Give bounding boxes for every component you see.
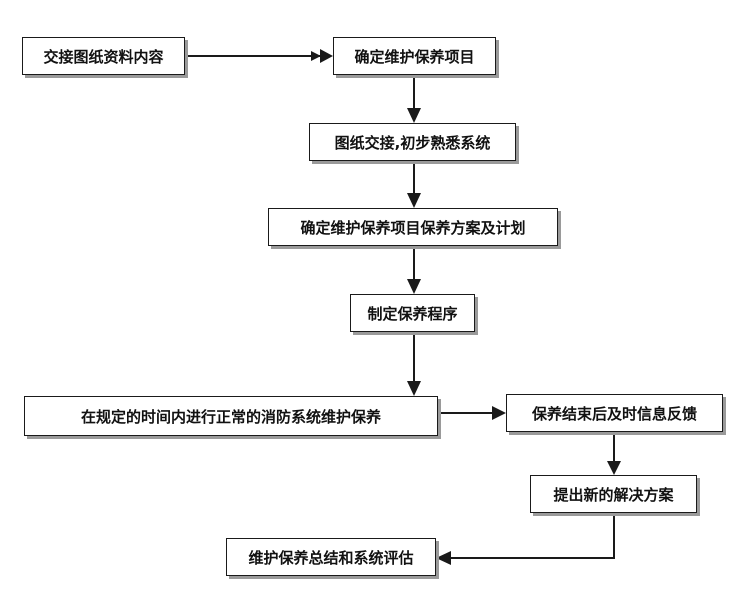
step-label: 维护保养总结和系统评估: [248, 548, 414, 567]
step-perform-maintenance: 在规定的时间内进行正常的消防系统维护保养: [24, 396, 438, 436]
step-label: 制定保养程序: [367, 304, 458, 323]
step-define-procedure: 制定保养程序: [350, 294, 475, 332]
step-drawing-handover-familiarize: 图纸交接,初步熟悉系统: [309, 123, 516, 161]
step-handover-drawings: 交接图纸资料内容: [22, 37, 185, 75]
step-label: 图纸交接,初步熟悉系统: [334, 133, 491, 152]
arrowhead-n7-n8: [607, 461, 621, 475]
arrowhead-n8-n9: [436, 551, 451, 565]
step-label: 保养结束后及时信息反馈: [531, 404, 697, 423]
arrowhead-n3-n4: [407, 193, 421, 208]
arrowhead-n4-n5: [407, 279, 421, 294]
edge-n8-n9: [450, 513, 615, 559]
step-label: 确定维护保养项目: [354, 47, 475, 66]
step-feedback: 保养结束后及时信息反馈: [506, 394, 723, 432]
step-label: 提出新的解决方案: [553, 485, 674, 504]
step-label: 确定维护保养项目保养方案及计划: [300, 218, 526, 237]
step-define-maintenance-items: 确定维护保养项目: [333, 37, 496, 75]
arrowhead-n1-n2: [320, 49, 333, 63]
step-summary-evaluation: 维护保养总结和系统评估: [226, 538, 436, 576]
arrowhead-n2-n3: [407, 108, 421, 123]
step-new-solution: 提出新的解决方案: [530, 475, 697, 513]
step-label: 在规定的时间内进行正常的消防系统维护保养: [80, 407, 381, 426]
step-maintenance-plan: 确定维护保养项目保养方案及计划: [268, 208, 558, 246]
arrowhead-n6-n7: [492, 406, 506, 420]
step-label: 交接图纸资料内容: [43, 47, 164, 66]
arrowhead-n5-n6: [407, 381, 421, 396]
